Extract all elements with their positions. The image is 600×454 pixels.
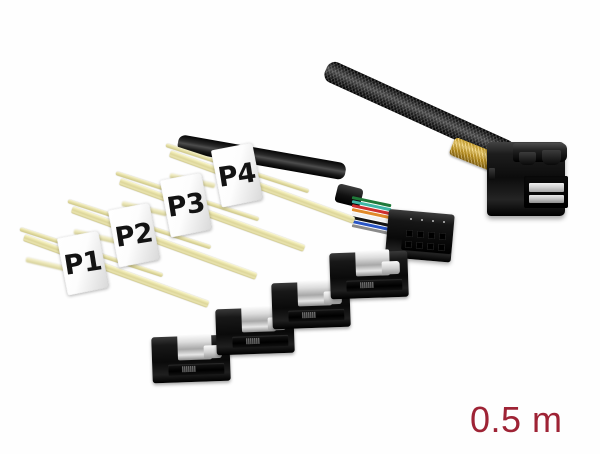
sideband-pin-hole	[415, 241, 424, 250]
mini-sas-key-notch	[489, 168, 495, 180]
mini-sas-latch-arm-right	[542, 150, 561, 165]
sideband-pin-hole	[438, 232, 447, 241]
sideband-pin-hole	[405, 229, 414, 238]
sideband-pin-hole	[404, 240, 413, 249]
sata-pin-row	[246, 337, 274, 345]
sata-pin-row	[182, 365, 210, 373]
sata-pin-row	[360, 281, 388, 289]
sideband-pin-hole	[427, 231, 436, 240]
cable-label-p3-text: P3	[165, 186, 207, 224]
sata-latch-tab	[381, 260, 400, 275]
sideband-top-dot	[410, 218, 412, 220]
mini-sas-contact-tongue-lower	[529, 195, 564, 203]
sata-pin-row	[302, 311, 330, 319]
sideband-top-dot	[421, 219, 423, 221]
mini-sas-port-opening	[524, 176, 568, 208]
cable-label-p2-text: P2	[113, 216, 155, 254]
cable-label-p4-text: P4	[216, 156, 258, 194]
sideband-top-dot	[432, 220, 434, 222]
sata-connector-p4	[329, 249, 409, 300]
sideband-top-dot	[443, 221, 445, 223]
sideband-pin-hole	[416, 230, 425, 239]
sideband-pin-hole	[426, 242, 435, 251]
cable-length-caption: 0.5 m	[470, 399, 563, 440]
cable-label-p1-text: P1	[62, 244, 104, 282]
mini-sas-contact-tongue-upper	[529, 183, 564, 192]
sideband-pin-hole	[437, 243, 446, 252]
mini-sas-latch-arm-left	[519, 152, 536, 165]
